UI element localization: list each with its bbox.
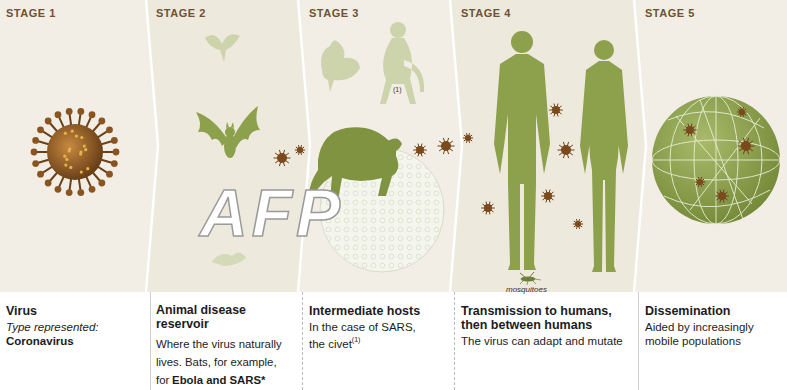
stage-description: In the case of SARS, [309, 320, 449, 334]
stage-number: STAGE 2 [156, 7, 303, 19]
species-label: mosquitoes [506, 285, 547, 294]
stage-title: Dissemination [645, 304, 781, 318]
stage-number: STAGE 1 [6, 7, 150, 19]
stage-description: The virus can adapt and mutate [461, 334, 633, 348]
footnote-mark: (1) [393, 86, 402, 93]
watermark: AFP [200, 178, 344, 248]
stage-panel: STAGE 5 DisseminationAided by increasingl… [639, 0, 787, 390]
stage-title: Virus [6, 304, 144, 318]
humans [494, 31, 628, 285]
stage-caption: Animal disease reservoirWhere the virus … [156, 304, 297, 388]
stage-description: the civet [309, 338, 352, 350]
virus-particles [274, 104, 755, 229]
globe [652, 96, 780, 224]
stage-panel: STAGE 4 Transmission to humans, then betw… [455, 0, 639, 390]
stage-caption: Intermediate hosts In the case of SARS, th… [309, 304, 449, 352]
stage-title: Animal disease reservoir [156, 304, 297, 332]
stage-caption: VirusType represented:Coronavirus [6, 304, 144, 348]
stage-number: STAGE 3 [309, 7, 455, 19]
stage-description: Ebola and SARS* [172, 374, 265, 386]
stage-title: Intermediate hosts [309, 304, 449, 318]
stage-number: STAGE 4 [461, 7, 639, 19]
coronavirus [31, 108, 120, 196]
footnote-mark: (1) [352, 336, 361, 343]
stage-description: Type represented: [6, 320, 144, 334]
stage-number: STAGE 5 [645, 7, 787, 19]
stage-title: Transmission to humans, then between hum… [461, 304, 633, 332]
stage-caption: DisseminationAided by increasingly mobil… [645, 304, 781, 348]
stage-caption: Transmission to humans, then between hum… [461, 304, 633, 348]
stage-description: Aided by increasingly mobile populations [645, 320, 781, 348]
stage-panel: STAGE 1 VirusType represented:Coronavirus [0, 0, 150, 390]
stage-description: Coronavirus [6, 334, 144, 348]
